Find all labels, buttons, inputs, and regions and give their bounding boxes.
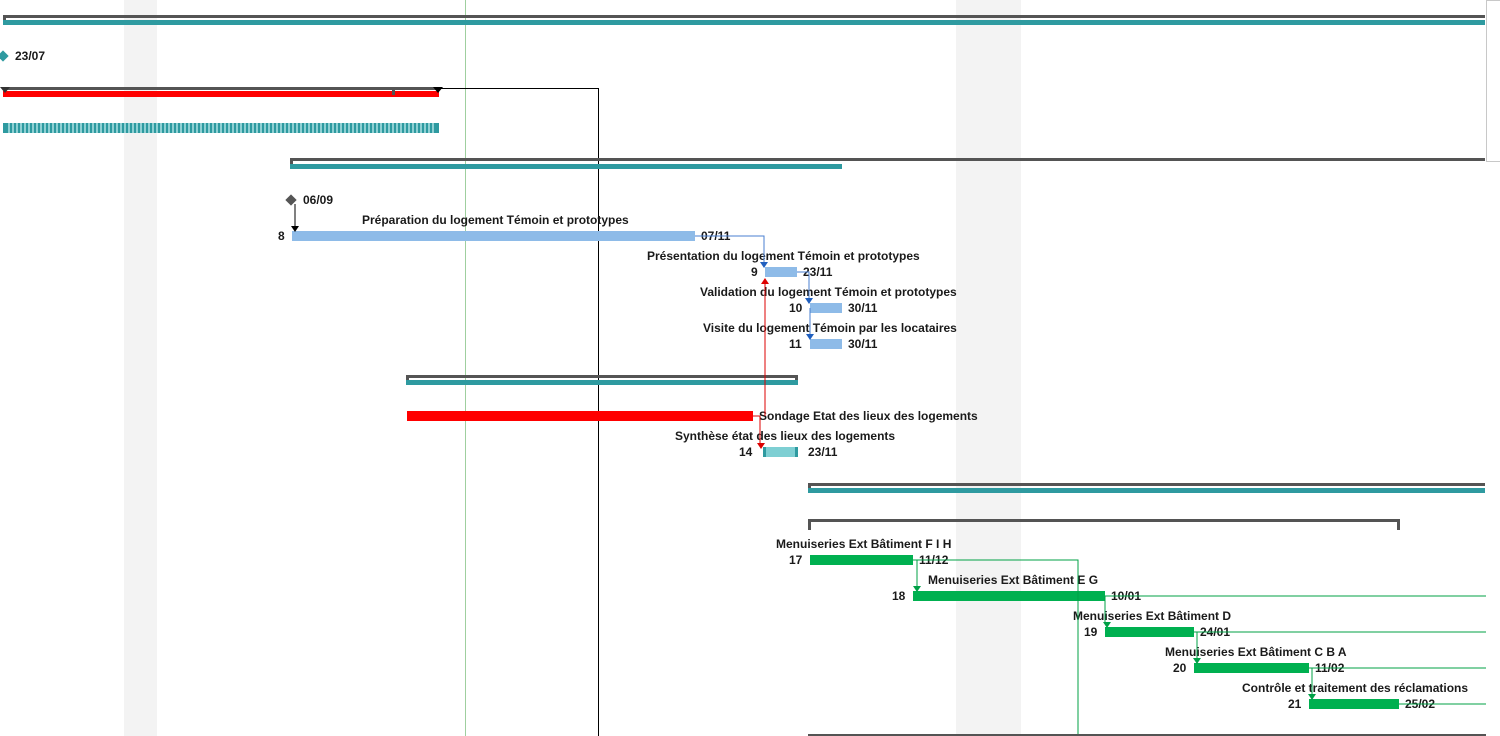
dependency-arrow-icon xyxy=(806,334,814,340)
dependency-link xyxy=(913,559,918,588)
critical-summary-bar[interactable] xyxy=(3,87,439,90)
dependency-arrow-icon xyxy=(761,278,769,284)
nonworking-shade-1 xyxy=(124,0,157,736)
menuiseries-subsummary-end-tick xyxy=(1397,519,1400,530)
task-id-label: 11 xyxy=(789,337,802,351)
task-bar[interactable] xyxy=(763,447,798,457)
task-id-label: 19 xyxy=(1084,625,1098,639)
task-name-label: Présentation du logement Témoin et proto… xyxy=(647,249,920,263)
task-bar[interactable] xyxy=(1194,663,1309,673)
critical-summary-fill xyxy=(3,91,439,97)
etat-des-lieux-summary-progress xyxy=(406,380,798,385)
task-end-date: 23/11 xyxy=(808,445,838,459)
task-name-label: Préparation du logement Témoin et protot… xyxy=(362,213,629,227)
project-summary-bar[interactable] xyxy=(3,15,1485,18)
dependency-arrow-icon xyxy=(757,443,765,449)
dependency-arrow-icon xyxy=(1193,658,1201,664)
menuiseries-summary-bar[interactable] xyxy=(808,483,1485,486)
critical-summary-mid-tick xyxy=(392,87,395,95)
dependency-arrow-icon xyxy=(760,262,768,268)
logement-temoin-summary-tick xyxy=(290,158,293,168)
task-name-label: Menuiseries Ext Bâtiment E G xyxy=(928,573,1099,587)
task-bar[interactable] xyxy=(1105,627,1194,637)
task-id-label: 20 xyxy=(1173,661,1187,675)
menuiseries-subsummary-start-tick xyxy=(808,519,811,530)
task-bar-critical[interactable] xyxy=(407,411,753,421)
task-name-label: Menuiseries Ext Bâtiment F I H xyxy=(776,537,952,551)
task-name-label: Menuiseries Ext Bâtiment C B A xyxy=(1165,645,1347,659)
critical-summary-start-marker xyxy=(0,87,10,93)
task-end-date: 23/11 xyxy=(803,265,833,279)
dependency-arrow-icon xyxy=(1308,694,1316,700)
task-name-label: Synthèse état des lieux des logements xyxy=(675,429,896,443)
dependency-link xyxy=(913,559,1079,736)
task-id-label: 9 xyxy=(751,265,758,279)
vertical-scrollbar[interactable] xyxy=(1486,0,1500,162)
task-end-date: 30/11 xyxy=(848,337,878,351)
dependency-arrow-icon xyxy=(291,226,299,232)
task-bar[interactable] xyxy=(810,303,842,313)
dependency-arrow-icon xyxy=(913,586,921,592)
logement-temoin-summary-bar[interactable] xyxy=(290,158,1485,161)
dependency-arrow-icon xyxy=(805,298,813,304)
task-bar[interactable] xyxy=(810,339,842,349)
task-bar[interactable] xyxy=(810,555,913,565)
dependency-link xyxy=(695,235,765,264)
project-summary-progress xyxy=(3,20,1485,25)
dependency-link xyxy=(797,271,810,300)
task-id-label: 8 xyxy=(278,229,285,243)
task-name-label: Visite du logement Témoin par les locata… xyxy=(703,321,957,335)
nonworking-shade-2 xyxy=(956,0,1021,736)
task-bar[interactable] xyxy=(1309,699,1399,709)
dependency-link-critical xyxy=(753,415,761,446)
task-name-label: Validation du logement Témoin et prototy… xyxy=(700,285,957,299)
task-id-label: 14 xyxy=(739,445,753,459)
etat-des-lieux-summary-bar[interactable] xyxy=(406,375,798,378)
task-name-label: Contrôle et traitement des réclamations xyxy=(1242,681,1469,695)
dependency-link xyxy=(1309,667,1313,696)
baseline-task-bar[interactable] xyxy=(3,123,439,133)
dependency-arrow-icon xyxy=(1103,622,1111,628)
task-name-label: Sondage Etat des lieux des logements xyxy=(759,409,978,423)
logement-temoin-summary-progress xyxy=(290,164,842,169)
task-bar[interactable] xyxy=(765,267,797,277)
critical-summary-end-marker xyxy=(433,87,443,93)
milestone-date-label: 23/07 xyxy=(15,49,46,63)
task-id-label: 21 xyxy=(1288,697,1302,711)
task-end-date: 30/11 xyxy=(848,301,878,315)
task-id-label: 17 xyxy=(789,553,803,567)
status-date-line xyxy=(465,0,466,736)
task-id-label: 18 xyxy=(892,589,906,603)
task-name-label: Menuiseries Ext Bâtiment D xyxy=(1073,609,1232,623)
task-bar[interactable] xyxy=(292,231,695,241)
menuiseries-subsummary-bar[interactable] xyxy=(808,519,1400,522)
task-bar[interactable] xyxy=(913,591,1105,601)
milestone-date-label: 06/09 xyxy=(303,193,334,207)
dependency-link xyxy=(1194,631,1198,660)
deadline-top-link xyxy=(437,88,599,89)
task-id-label: 10 xyxy=(789,301,803,315)
menuiseries-summary-progress xyxy=(808,488,1485,493)
